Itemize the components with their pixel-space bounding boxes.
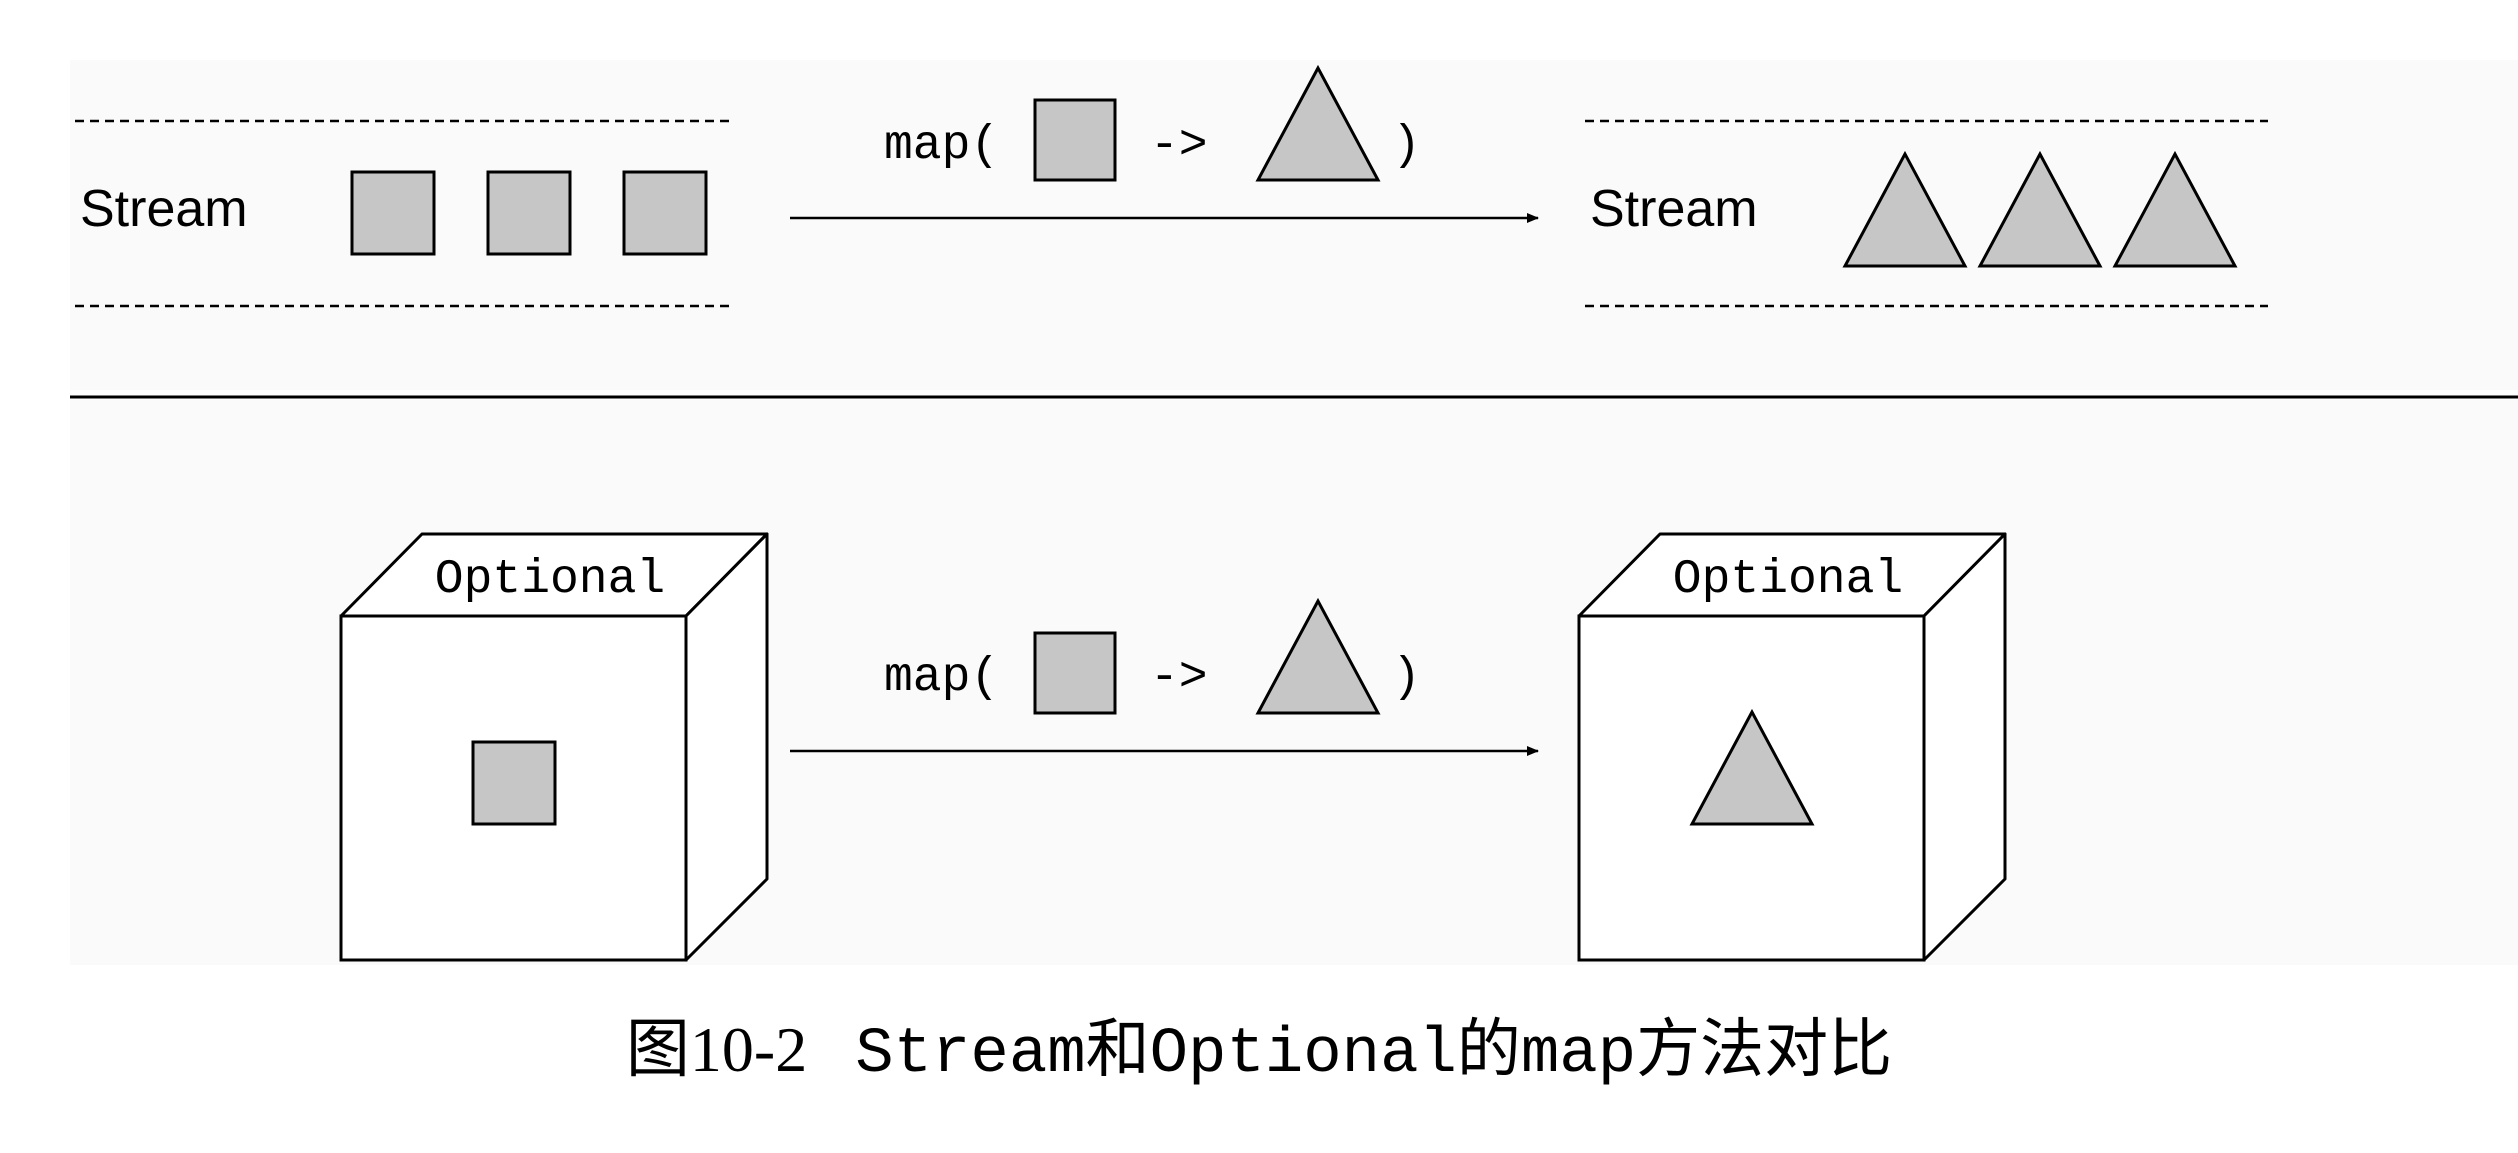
figure-caption: 图10-2 Stream和Optional的map方法对比 — [0, 1010, 2518, 1095]
caption-part-stream: Stream — [855, 1019, 1086, 1091]
stream-map-function: map( -> ) — [884, 64, 1421, 182]
stream-output-triangle-3 — [2112, 150, 2238, 268]
stream-input-square-3 — [622, 170, 708, 256]
stream-map-arrow: -> — [1150, 119, 1208, 173]
caption-part-map: map — [1520, 1019, 1637, 1091]
optional-output-box-label: Optional — [1673, 553, 1903, 607]
stream-output: Stream — [1585, 119, 2268, 308]
caption-part-comparison: 方法对比 — [1636, 1013, 1893, 1087]
stream-map-square — [1033, 98, 1117, 182]
stream-map-triangle — [1255, 64, 1381, 182]
optional-map-open: map( — [884, 651, 999, 705]
stream-output-triangle-2 — [1977, 150, 2103, 268]
optional-map-square — [1033, 631, 1117, 715]
stream-input-square-2 — [486, 170, 572, 256]
caption-part-and: 和 — [1085, 1013, 1150, 1087]
stream-input: Stream — [75, 119, 735, 308]
stream-output-label: Stream — [1590, 180, 1758, 238]
stream-input-square-1 — [350, 170, 436, 256]
optional-map-function: map( -> ) — [884, 597, 1421, 715]
caption-part-of: 的 — [1456, 1013, 1521, 1087]
optional-input-box: Optional — [339, 532, 769, 962]
optional-map-arrow: -> — [1150, 651, 1208, 705]
stream-output-triangle-1 — [1842, 150, 1968, 268]
stream-input-label: Stream — [80, 180, 248, 238]
optional-input-box-label: Optional — [435, 553, 665, 607]
caption-part-optional: Optional — [1149, 1019, 1457, 1091]
optional-output-box: Optional — [1577, 532, 2007, 962]
optional-output-triangle — [1689, 708, 1815, 826]
figure-number: 图10-2 — [625, 1014, 808, 1085]
stream-map-open: map( — [884, 119, 999, 173]
optional-map-triangle — [1255, 597, 1381, 715]
stream-map-close: ) — [1392, 119, 1421, 173]
optional-input-square — [471, 740, 557, 826]
optional-map-close: ) — [1392, 651, 1421, 705]
caption-gap — [807, 1014, 855, 1085]
